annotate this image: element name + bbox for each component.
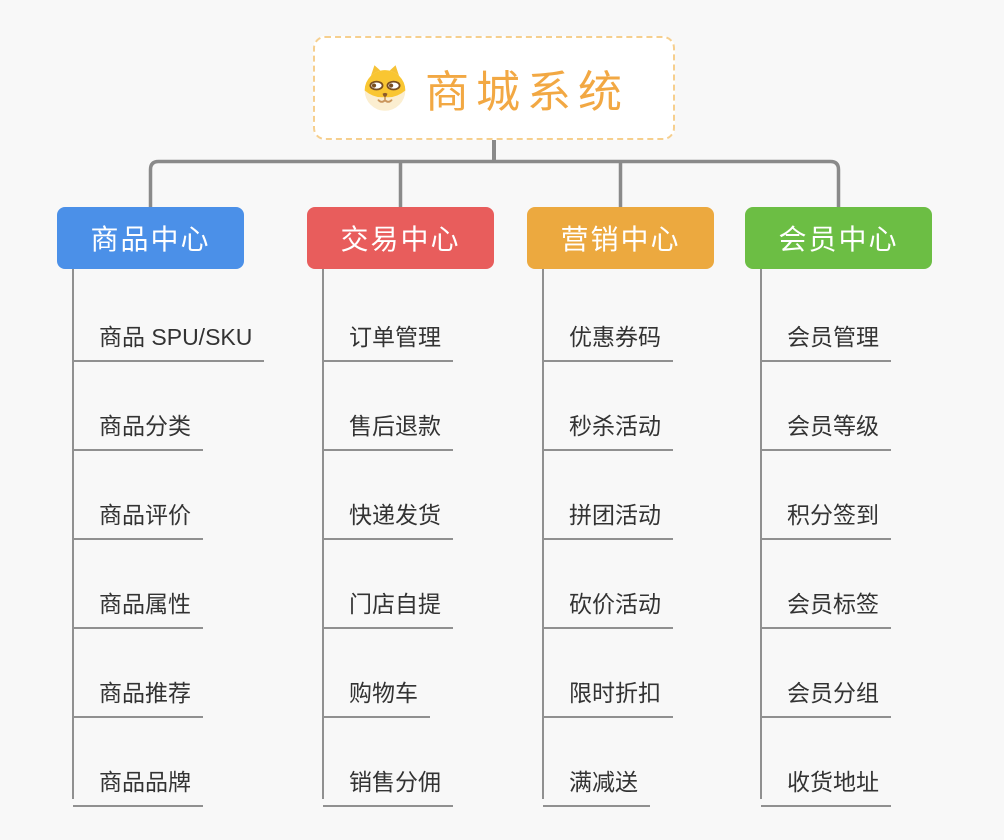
child-topic[interactable]: 满减送	[543, 763, 650, 807]
child-topic[interactable]: 商品属性	[73, 585, 203, 629]
child-topic[interactable]: 砍价活动	[543, 585, 673, 629]
child-topic[interactable]: 限时折扣	[543, 674, 673, 718]
child-topic[interactable]: 售后退款	[323, 407, 453, 451]
branch-node-0[interactable]: 商品中心	[57, 207, 244, 269]
root-node-mall-system[interactable]: 商城系统	[313, 36, 675, 140]
root-node-title: 商城系统	[425, 68, 629, 117]
branch-node-2[interactable]: 营销中心	[527, 207, 714, 269]
branch-node-label: 商品中心	[90, 224, 211, 255]
child-topic[interactable]: 收货地址	[761, 763, 891, 807]
child-topic[interactable]: 商品 SPU/SKU	[73, 318, 265, 362]
branch-node-3[interactable]: 会员中心	[745, 207, 932, 269]
child-topic[interactable]: 拼团活动	[543, 496, 673, 540]
branch-node-1[interactable]: 交易中心	[307, 207, 494, 269]
branch-node-label: 会员中心	[778, 224, 899, 255]
dog-face-icon	[364, 65, 406, 111]
child-topic[interactable]: 商品评价	[73, 496, 203, 540]
child-topic[interactable]: 销售分佣	[323, 763, 453, 807]
child-topic[interactable]: 秒杀活动	[543, 407, 673, 451]
child-topic[interactable]: 商品分类	[73, 407, 203, 451]
child-topic[interactable]: 会员管理	[761, 318, 891, 362]
child-topic[interactable]: 商品品牌	[73, 763, 203, 807]
branch-node-label: 交易中心	[340, 224, 461, 255]
child-topic[interactable]: 会员分组	[761, 674, 891, 718]
branch-node-label: 营销中心	[560, 224, 681, 255]
child-topic[interactable]: 商品推荐	[73, 674, 203, 718]
child-topic[interactable]: 订单管理	[323, 318, 453, 362]
child-topic[interactable]: 门店自提	[323, 585, 453, 629]
child-topic[interactable]: 积分签到	[761, 496, 891, 540]
child-topic[interactable]: 会员等级	[761, 407, 891, 451]
child-topic[interactable]: 快递发货	[323, 496, 453, 540]
child-topic[interactable]: 购物车	[323, 674, 430, 718]
child-topic[interactable]: 会员标签	[761, 585, 891, 629]
child-topic[interactable]: 优惠券码	[543, 318, 673, 362]
